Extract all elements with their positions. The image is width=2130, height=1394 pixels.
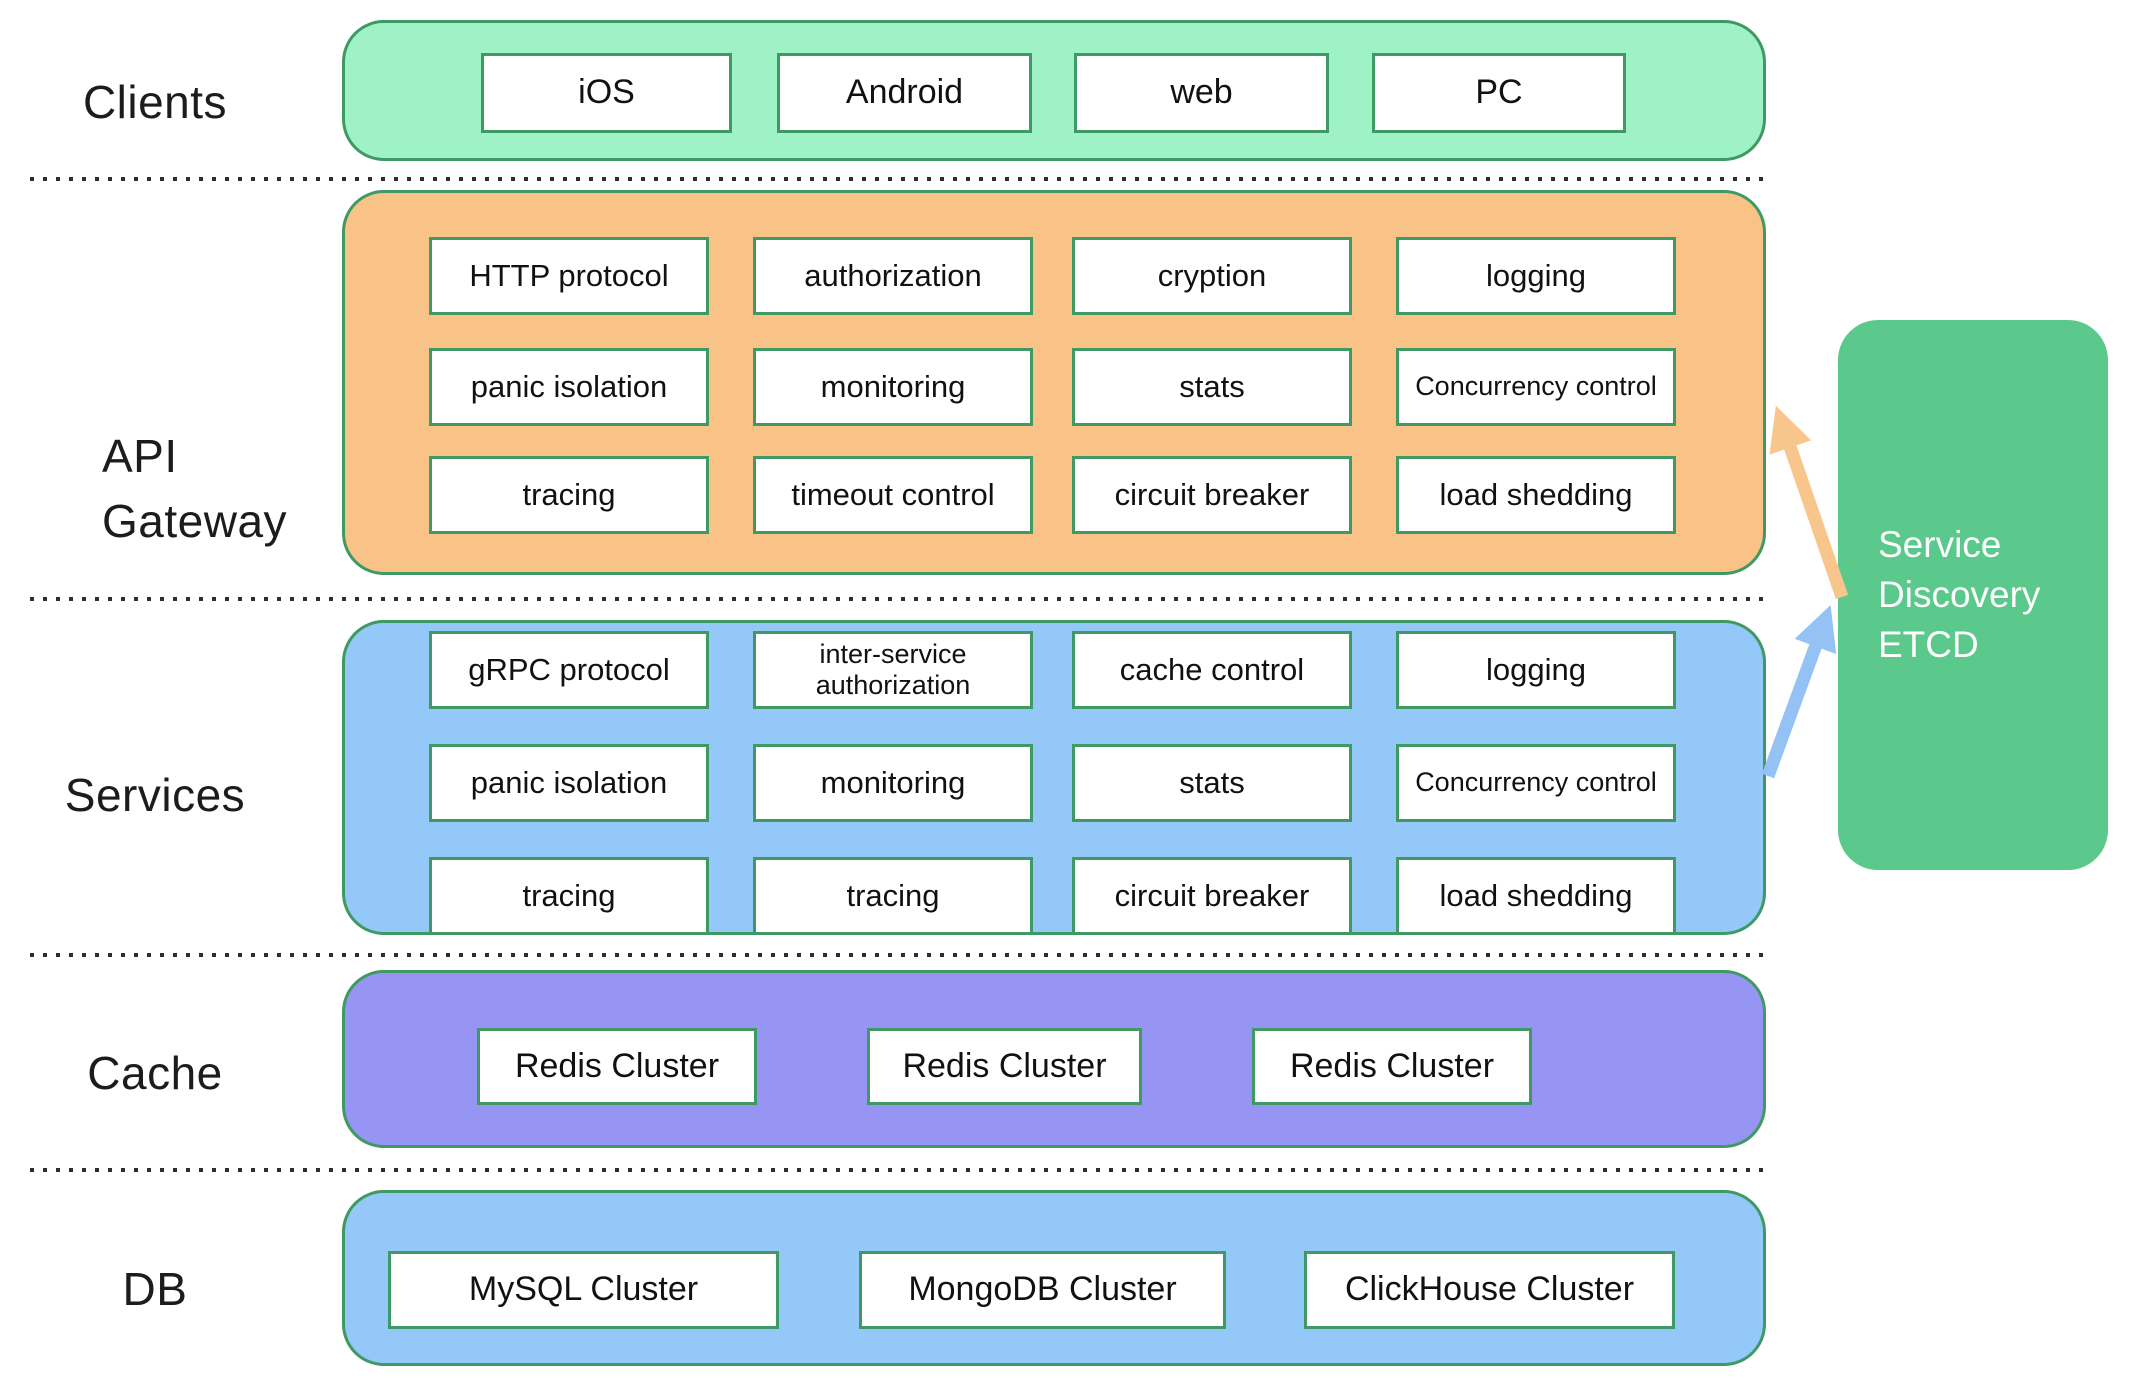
service-discovery-line3: ETCD bbox=[1878, 624, 1979, 665]
svc-box-inter-service-authorization: inter-service authorization bbox=[753, 631, 1033, 709]
api-gateway-band: HTTP protocol authorization cryption log… bbox=[342, 190, 1766, 575]
api-box-load-shedding: load shedding bbox=[1396, 456, 1676, 534]
service-discovery-line1: Service bbox=[1878, 524, 2002, 565]
api-box-timeout-control: timeout control bbox=[753, 456, 1033, 534]
svc-box-circuit-breaker: circuit breaker bbox=[1072, 857, 1352, 935]
svc-box-stats: stats bbox=[1072, 744, 1352, 822]
svc-box-grpc-protocol: gRPC protocol bbox=[429, 631, 709, 709]
layer-label-api-gateway: API Gateway bbox=[102, 424, 402, 554]
separator-cache-db bbox=[30, 1168, 1772, 1172]
svc-box-logging: logging bbox=[1396, 631, 1676, 709]
api-box-concurrency-control: Concurrency control bbox=[1396, 348, 1676, 426]
api-box-logging: logging bbox=[1396, 237, 1676, 315]
separator-services-cache bbox=[30, 953, 1772, 957]
cache-box-redis-3: Redis Cluster bbox=[1252, 1028, 1532, 1105]
svc-box-cache-control: cache control bbox=[1072, 631, 1352, 709]
client-box-pc: PC bbox=[1372, 53, 1626, 133]
api-box-authorization: authorization bbox=[753, 237, 1033, 315]
layer-label-services: Services bbox=[64, 769, 246, 821]
service-discovery-line2: Discovery bbox=[1878, 574, 2041, 615]
client-box-ios: iOS bbox=[481, 53, 732, 133]
api-box-http-protocol: HTTP protocol bbox=[429, 237, 709, 315]
svc-box-concurrency-control: Concurrency control bbox=[1396, 744, 1676, 822]
cache-band: Redis Cluster Redis Cluster Redis Cluste… bbox=[342, 970, 1766, 1148]
layer-label-api-line2: Gateway bbox=[102, 495, 288, 547]
service-discovery-label: Service Discovery ETCD bbox=[1878, 520, 2040, 670]
db-band: MySQL Cluster MongoDB Cluster ClickHouse… bbox=[342, 1190, 1766, 1366]
api-box-monitoring: monitoring bbox=[753, 348, 1033, 426]
services-band: gRPC protocol inter-service authorizatio… bbox=[342, 620, 1766, 935]
clients-band: iOS Android web PC bbox=[342, 20, 1766, 161]
api-box-stats: stats bbox=[1072, 348, 1352, 426]
separator-api-services bbox=[30, 597, 1772, 601]
api-box-panic-isolation: panic isolation bbox=[429, 348, 709, 426]
api-box-tracing: tracing bbox=[429, 456, 709, 534]
layer-label-cache: Cache bbox=[87, 1047, 223, 1099]
client-box-android: Android bbox=[777, 53, 1032, 133]
api-box-circuit-breaker: circuit breaker bbox=[1072, 456, 1352, 534]
separator-clients-api bbox=[30, 177, 1772, 181]
service-discovery-box: Service Discovery ETCD bbox=[1838, 320, 2108, 870]
svc-box-panic-isolation: panic isolation bbox=[429, 744, 709, 822]
db-box-mysql: MySQL Cluster bbox=[388, 1251, 779, 1329]
layer-label-api-line1: API bbox=[102, 430, 178, 482]
arrow-services-to-etcd bbox=[1761, 604, 1837, 779]
svc-box-load-shedding: load shedding bbox=[1396, 857, 1676, 935]
cache-box-redis-2: Redis Cluster bbox=[867, 1028, 1142, 1105]
db-box-mongodb: MongoDB Cluster bbox=[859, 1251, 1226, 1329]
svc-box-tracing-2: tracing bbox=[753, 857, 1033, 935]
svc-box-tracing-1: tracing bbox=[429, 857, 709, 935]
svc-box-monitoring: monitoring bbox=[753, 744, 1033, 822]
client-box-web: web bbox=[1074, 53, 1329, 133]
arrow-etcd-to-api-gateway bbox=[1769, 405, 1849, 600]
layer-label-clients: Clients bbox=[82, 76, 228, 128]
layer-label-db: DB bbox=[122, 1263, 188, 1315]
cache-box-redis-1: Redis Cluster bbox=[477, 1028, 757, 1105]
api-box-cryption: cryption bbox=[1072, 237, 1352, 315]
db-box-clickhouse: ClickHouse Cluster bbox=[1304, 1251, 1675, 1329]
